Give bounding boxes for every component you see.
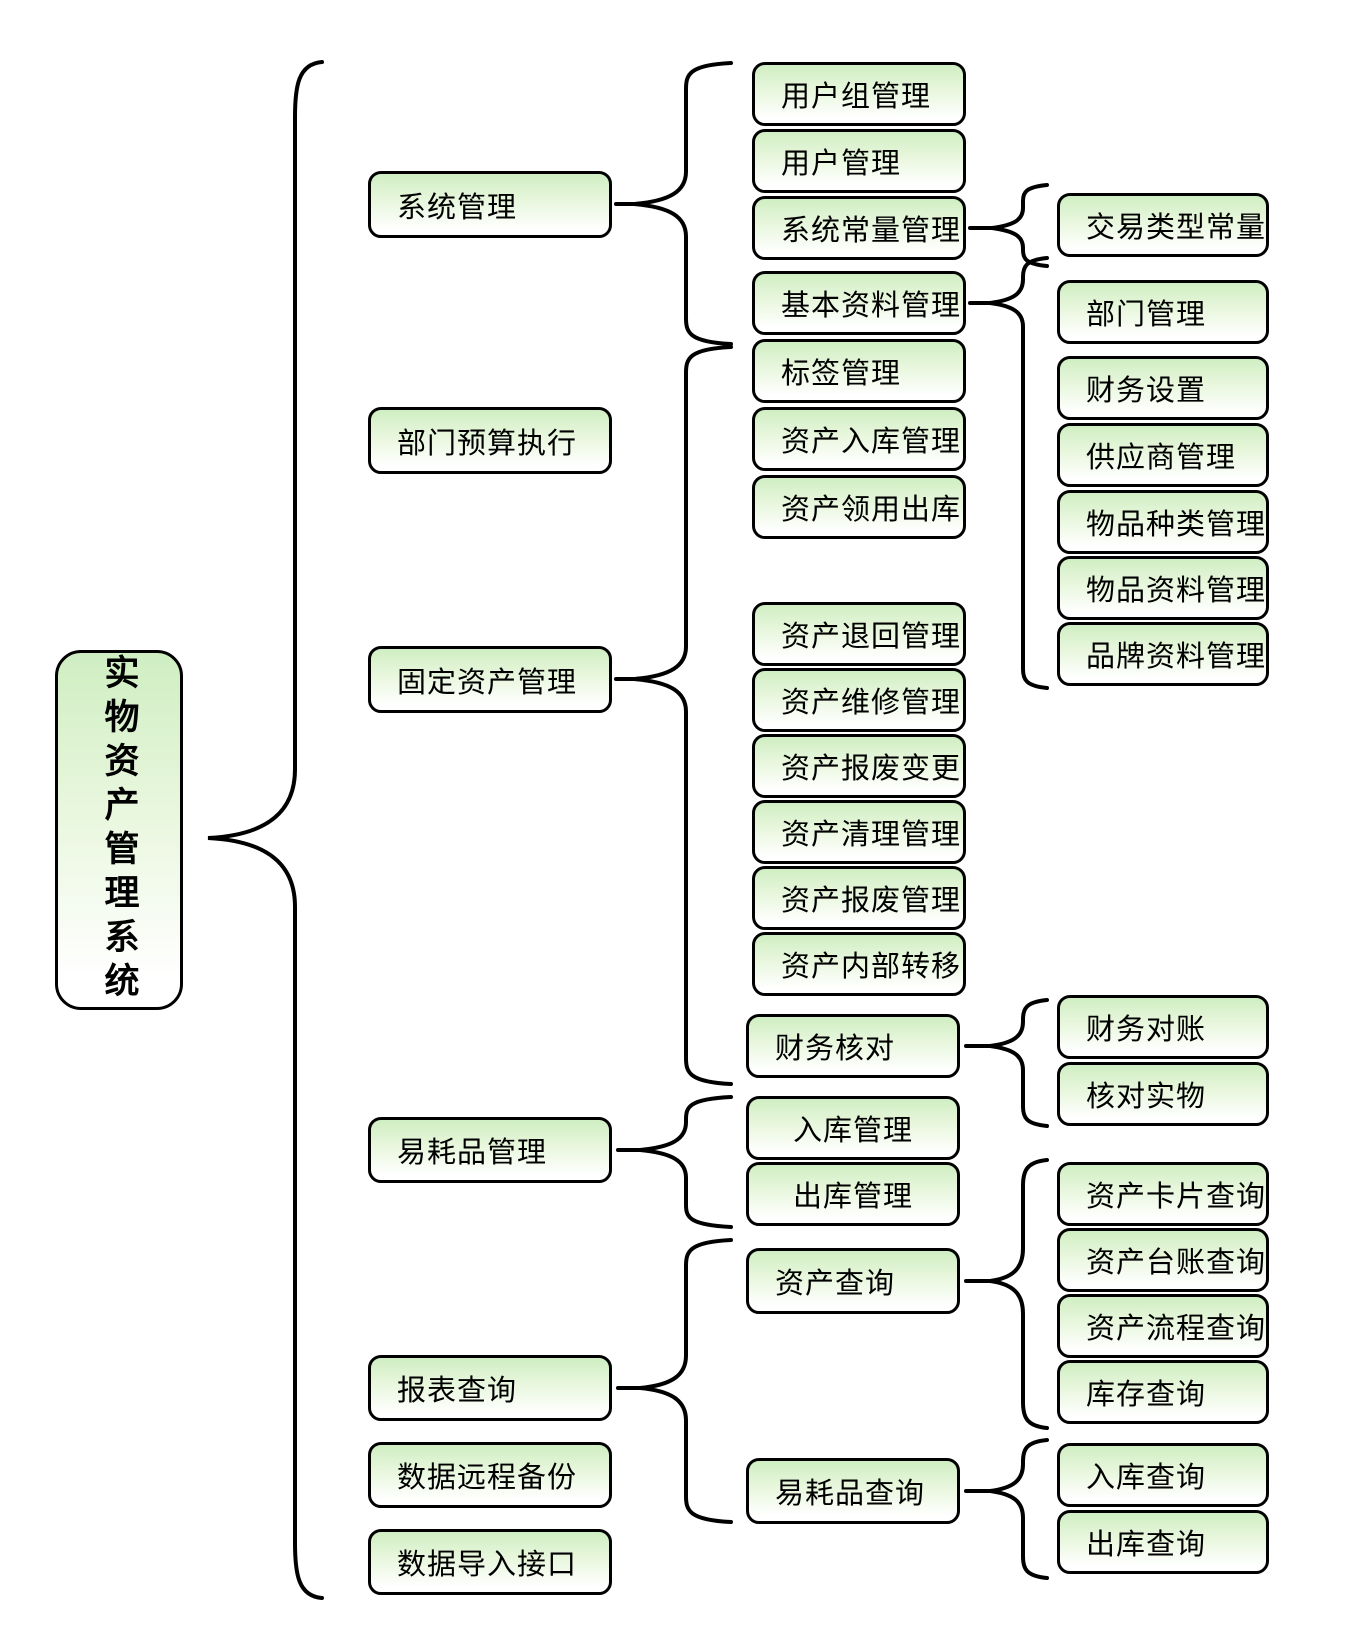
- node-chuku-chaxun[interactable]: 出库查询: [1057, 1510, 1269, 1574]
- node-label: 交易类型常量: [1086, 212, 1267, 244]
- node-label: 物品资料管理: [1086, 575, 1267, 607]
- node-zichan-baofei-biangeng[interactable]: 资产报废变更: [752, 734, 966, 798]
- node-yihaopin-chaxun[interactable]: 易耗品查询: [746, 1458, 960, 1524]
- node-zichan-neibu-zhuanyi[interactable]: 资产内部转移: [752, 932, 966, 996]
- node-label: 资产维修管理: [781, 687, 962, 719]
- node-label: 核对实物: [1086, 1081, 1207, 1113]
- brace-xitong-guanli: [633, 61, 733, 346]
- node-zichan-tuihui-guanli[interactable]: 资产退回管理: [752, 602, 966, 666]
- node-wupin-ziliao-guanli[interactable]: 物品资料管理: [1057, 556, 1269, 620]
- node-label: 资产报废变更: [781, 753, 962, 785]
- node-baobiao-chaxun[interactable]: 报表查询: [368, 1355, 612, 1421]
- brace-xitong-changliang-guanli: [991, 183, 1049, 268]
- node-yonghuzu-guanli[interactable]: 用户组管理: [752, 62, 966, 126]
- node-label: 资产流程查询: [1086, 1313, 1267, 1345]
- node-label: 资产台账查询: [1086, 1247, 1267, 1279]
- node-label: 资产报废管理: [781, 885, 962, 917]
- node-label: 财务设置: [1086, 375, 1207, 407]
- node-label: 品牌资料管理: [1086, 641, 1267, 673]
- node-label: 出库管理: [792, 1181, 913, 1213]
- node-label: 供应商管理: [1086, 442, 1237, 474]
- node-label: 资产退回管理: [781, 621, 962, 653]
- node-label: 部门预算执行: [397, 427, 578, 460]
- node-hedui-shiwu[interactable]: 核对实物: [1057, 1062, 1269, 1126]
- node-zichan-baofei-guanli[interactable]: 资产报废管理: [752, 866, 966, 930]
- brace-baobiao-chaxun: [639, 1238, 733, 1524]
- node-label: 易耗品管理: [397, 1137, 548, 1169]
- node-jiben-ziliao-guanli[interactable]: 基本资料管理: [752, 271, 966, 335]
- node-label: 资产查询: [775, 1268, 896, 1300]
- node-caiwu-hedui[interactable]: 财务核对: [746, 1014, 960, 1078]
- node-label: 物品种类管理: [1086, 509, 1267, 541]
- node-label: 入库查询: [1086, 1462, 1207, 1494]
- node-zichan-lingyong-chuku[interactable]: 资产领用出库: [752, 475, 966, 539]
- node-wupin-zhonglei-guanli[interactable]: 物品种类管理: [1057, 490, 1269, 554]
- node-caiwu-duizhang[interactable]: 财务对账: [1057, 995, 1269, 1059]
- node-xitong-guanli[interactable]: 系统管理: [368, 171, 612, 238]
- node-gongyingshang-guanli[interactable]: 供应商管理: [1057, 423, 1269, 487]
- brace-yihaopin-guanli: [639, 1095, 733, 1229]
- node-label: 资产领用出库: [781, 494, 962, 526]
- node-label: 库存查询: [1086, 1379, 1207, 1411]
- node-yonghu-guanli[interactable]: 用户管理: [752, 129, 966, 193]
- node-label: 资产卡片查询: [1086, 1181, 1267, 1213]
- brace-zichan-chaxun: [989, 1158, 1049, 1430]
- brace-yihaopin-chaxun: [989, 1438, 1049, 1580]
- node-zichan-weixiu-guanli[interactable]: 资产维修管理: [752, 668, 966, 732]
- node-bumen-guanli[interactable]: 部门管理: [1057, 280, 1269, 344]
- node-label: 出库查询: [1086, 1529, 1207, 1561]
- node-label: 实物资产管理系统: [99, 654, 139, 1006]
- node-ruku-guanli[interactable]: 入库管理: [746, 1096, 960, 1160]
- node-bumen-yusuan-zhixing[interactable]: 部门预算执行: [368, 407, 612, 474]
- brace-caiwu-hedui: [989, 998, 1049, 1128]
- node-zichan-taizhang-chaxun[interactable]: 资产台账查询: [1057, 1228, 1269, 1292]
- node-label: 用户管理: [781, 148, 902, 180]
- node-label: 财务对账: [1086, 1014, 1207, 1046]
- node-label: 数据导入接口: [397, 1549, 578, 1581]
- node-ruku-chaxun[interactable]: 入库查询: [1057, 1443, 1269, 1507]
- brace-jiben-ziliao-guanli: [989, 256, 1049, 690]
- node-label: 报表查询: [397, 1375, 518, 1407]
- node-yihaopin-guanli[interactable]: 易耗品管理: [368, 1117, 612, 1183]
- node-label: 标签管理: [781, 358, 902, 390]
- node-label: 部门管理: [1086, 299, 1207, 331]
- node-label: 财务核对: [775, 1033, 896, 1065]
- node-label: 数据远程备份: [397, 1462, 578, 1494]
- node-zichan-kapian-chaxun[interactable]: 资产卡片查询: [1057, 1162, 1269, 1226]
- node-root[interactable]: 实物资产管理系统: [55, 650, 183, 1010]
- node-zichan-qingli-guanli[interactable]: 资产清理管理: [752, 800, 966, 864]
- node-zichan-chaxun[interactable]: 资产查询: [746, 1248, 960, 1314]
- node-shuju-daoru-jiekou[interactable]: 数据导入接口: [368, 1529, 612, 1595]
- node-xitong-changliang-guanli[interactable]: 系统常量管理: [752, 196, 966, 260]
- node-jiaoyi-leixing-changliang[interactable]: 交易类型常量: [1057, 193, 1269, 257]
- node-label: 资产入库管理: [781, 426, 962, 458]
- node-label: 系统常量管理: [781, 215, 962, 247]
- node-label: 资产清理管理: [781, 819, 962, 851]
- node-biaoqian-guanli[interactable]: 标签管理: [752, 339, 966, 403]
- node-chuku-guanli[interactable]: 出库管理: [746, 1162, 960, 1226]
- node-caiwu-shezhi[interactable]: 财务设置: [1057, 356, 1269, 420]
- node-zichan-ruku-guanli[interactable]: 资产入库管理: [752, 407, 966, 471]
- node-label: 固定资产管理: [397, 666, 578, 699]
- node-label: 入库管理: [792, 1115, 913, 1147]
- node-zichan-liucheng-chaxun[interactable]: 资产流程查询: [1057, 1294, 1269, 1358]
- brace-root: [207, 60, 324, 1600]
- node-label: 易耗品查询: [775, 1478, 926, 1510]
- node-kucun-chaxun[interactable]: 库存查询: [1057, 1360, 1269, 1424]
- node-pinpai-ziliao-guanli[interactable]: 品牌资料管理: [1057, 622, 1269, 686]
- node-shuju-yuancheng-beifen[interactable]: 数据远程备份: [368, 1442, 612, 1508]
- brace-guding-zichan-guanli: [633, 345, 733, 1086]
- node-label: 资产内部转移: [781, 951, 962, 983]
- node-label: 系统管理: [397, 191, 518, 224]
- node-label: 用户组管理: [781, 81, 932, 113]
- node-guding-zichan-guanli[interactable]: 固定资产管理: [368, 646, 612, 713]
- node-label: 基本资料管理: [781, 290, 962, 322]
